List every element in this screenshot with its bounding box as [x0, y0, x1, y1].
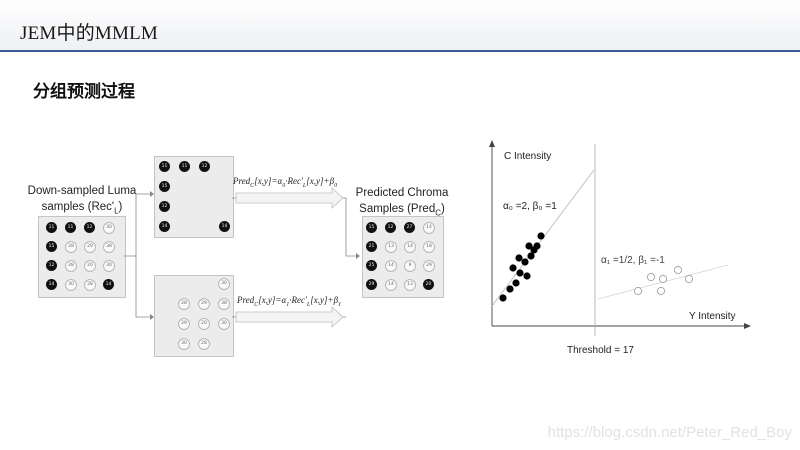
luma-sample-dot: 28: [65, 241, 77, 253]
scatter-point-model1: [521, 258, 529, 266]
luma-sample-dot: 14: [46, 279, 57, 290]
arrow-merge-head: [356, 253, 360, 259]
scatter-point-model1: [499, 294, 507, 302]
formula-model1: PredC[x,y]=α0·Rec'L[x,y]+β0: [233, 176, 338, 189]
luma-sample-dot: 30: [103, 222, 115, 234]
section-subtitle: 分组预测过程: [33, 82, 135, 102]
group2-sample-dot: 20: [198, 318, 210, 330]
luma-sample-dot: 14: [103, 279, 114, 290]
chroma-caption: Predicted Chroma Samples (PredC): [352, 185, 452, 221]
chroma-sample-dot: 25: [366, 260, 377, 271]
chroma-caption-line1: Predicted Chroma: [355, 187, 449, 199]
group2-sample-dot: 29: [198, 298, 210, 310]
chroma-sample-dot: 21: [366, 241, 377, 252]
header-divider: [0, 50, 800, 52]
scatter-point-model2: [633, 286, 643, 296]
y-axis-label: C Intensity: [504, 151, 552, 162]
split-connector-lower: [135, 256, 150, 318]
scatter-point-model2: [684, 274, 694, 284]
watermark: https://blog.csdn.net/Peter_Red_Boy: [547, 424, 792, 441]
scatter-point-model1: [525, 242, 533, 250]
x-axis-arrow: [744, 323, 751, 329]
luma-sample-dot: 11: [46, 222, 57, 233]
group1-sample-dot: 14: [219, 221, 230, 232]
chroma-caption-sub: C: [435, 208, 441, 218]
chroma-sample-dot: 27: [404, 222, 415, 233]
group1-sample-dot: 12: [159, 201, 170, 212]
scatter-point-model1: [537, 232, 545, 240]
slide-header: JEM中的MMLM: [0, 0, 800, 50]
scatter-point-model1: [516, 269, 524, 277]
group2-sample-dot: 30: [218, 318, 230, 330]
scatter-point-model2: [656, 286, 666, 296]
chroma-sample-dot: 14: [423, 222, 435, 234]
chroma-sample-dot: 29: [423, 260, 435, 272]
slide-title: JEM中的MMLM: [20, 23, 158, 44]
scatter-point-model1: [530, 246, 538, 254]
chroma-sample-dot: 12: [385, 222, 396, 233]
luma-sample-dot: 29: [84, 241, 96, 253]
group1-sample-dot: 15: [159, 181, 170, 192]
block-arrow-model2: [235, 306, 344, 328]
luma-caption-line2: samples (Rec': [41, 201, 115, 213]
chroma-sample-dot: 9: [404, 260, 416, 272]
group2-sample-dot: 30: [218, 278, 230, 290]
merge-connector: [232, 197, 356, 257]
chroma-sample-dot: 13: [385, 241, 397, 253]
scatter-point-model1: [515, 254, 523, 262]
fit-line-model1: [491, 169, 595, 307]
luma-sample-dot: 30: [65, 279, 77, 291]
group2-sample-dot: 28: [178, 298, 190, 310]
group2-sample-dot: 38: [218, 298, 230, 310]
scatter-point-model2: [673, 265, 683, 275]
luma-sample-dot: 15: [46, 241, 57, 252]
scatter-point-model1: [527, 252, 535, 260]
luma-caption-sub: L: [114, 206, 119, 216]
scatter-point-model1: [512, 279, 520, 287]
group1-sample-dot: 11: [159, 161, 170, 172]
x-axis-label: Y Intensity: [689, 311, 736, 322]
luma-sample-dot: 30: [103, 260, 115, 272]
luma-sample-dot: 38: [103, 241, 115, 253]
threshold-label: Threshold = 17: [567, 345, 634, 356]
chroma-sample-dot: 18: [423, 241, 435, 253]
chroma-sample-dot: 14: [404, 241, 416, 253]
luma-sample-dot: 12: [46, 260, 57, 271]
model2-params-label: α₁ =1/2, β₁ =-1: [601, 255, 665, 266]
group2-sample-dot: 29: [178, 318, 190, 330]
chroma-sample-dot: 14: [385, 260, 397, 272]
luma-caption-line1: Down-sampled Luma: [27, 185, 137, 197]
formula-model2: PredC[x,y]=α1·Rec'L[x,y]+β1: [237, 295, 342, 308]
chroma-sample-dot: 29: [366, 279, 377, 290]
scatter-point-model1: [523, 272, 531, 280]
luma-sample-dot: 28: [84, 279, 96, 291]
luma-sample-dot: 20: [84, 260, 96, 272]
chroma-caption-close: ): [441, 203, 445, 215]
group2-sample-dot: 28: [198, 338, 210, 350]
luma-caption-close: ): [118, 201, 123, 213]
luma-caption: Down-sampled Luma samples (Rec'L): [22, 183, 142, 219]
scatter-point-model2: [658, 274, 668, 284]
chroma-caption-line2: Samples (Pred: [359, 203, 436, 215]
luma-sample-dot: 11: [65, 222, 76, 233]
chroma-sample-dot: 13: [404, 279, 416, 291]
luma-sample-dot: 28: [65, 260, 77, 272]
group2-sample-dot: 30: [178, 338, 190, 350]
block-arrow-model1: [235, 187, 344, 209]
chroma-sample-dot: 15: [366, 222, 377, 233]
y-axis-arrow: [489, 140, 495, 147]
luma-sample-dot: 12: [84, 222, 95, 233]
scatter-point-model1: [533, 242, 541, 250]
group1-sample-dot: 14: [159, 221, 170, 232]
scatter-point-model1: [506, 285, 514, 293]
group1-sample-dot: 11: [179, 161, 190, 172]
scatter-point-model1: [509, 264, 517, 272]
model1-params-label: α₀ =2, β₀ =1: [503, 201, 557, 212]
group1-sample-dot: 12: [199, 161, 210, 172]
fit-line-model2: [597, 264, 729, 300]
chroma-sample-dot: 14: [385, 279, 397, 291]
chroma-sample-dot: 20: [423, 279, 434, 290]
scatter-point-model2: [646, 272, 656, 282]
